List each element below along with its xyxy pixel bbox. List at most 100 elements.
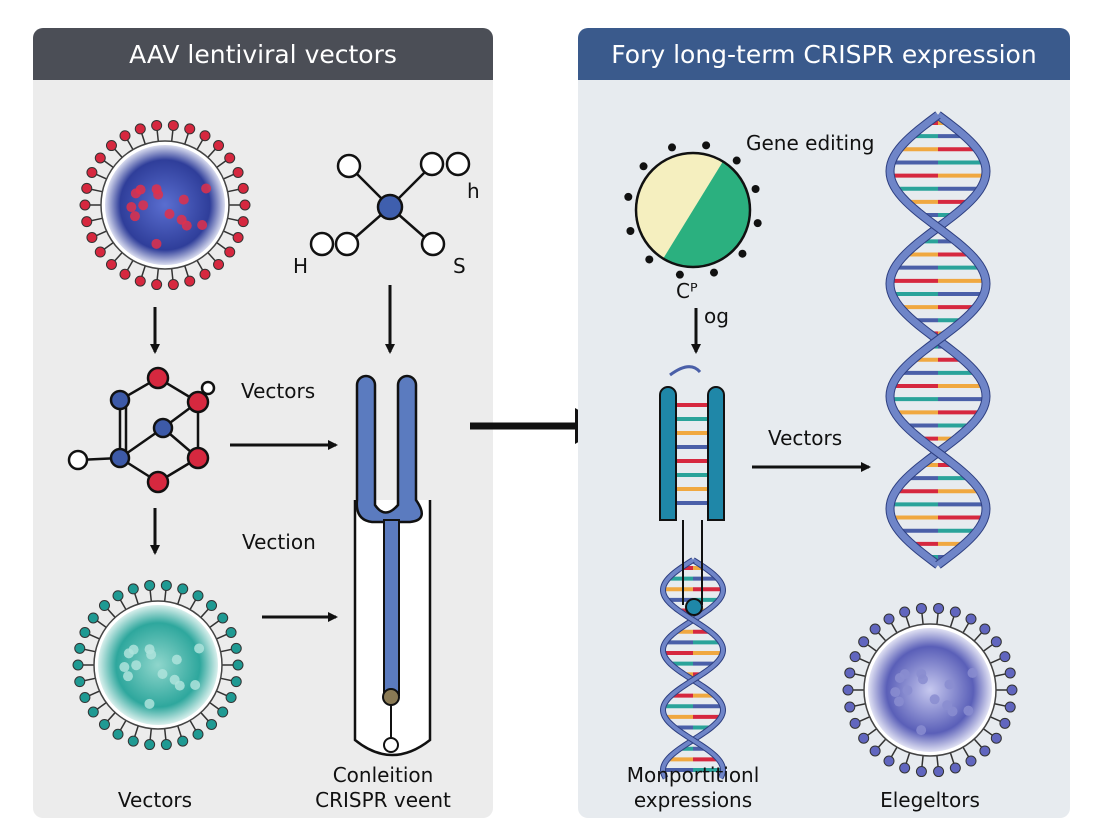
spike-tip (224, 152, 236, 164)
label-expressions: expressions (634, 788, 752, 812)
red-virus-icon (79, 119, 251, 291)
left-panel-header (33, 28, 493, 80)
spike-tip (79, 692, 91, 704)
spike-tip (844, 667, 856, 679)
spike-tip (74, 676, 86, 688)
spike-tip (98, 718, 110, 730)
particle (929, 694, 940, 705)
spike-tip (842, 684, 854, 696)
spike-tip (192, 590, 204, 602)
spike-tip (869, 745, 881, 757)
vector-tube-icon (353, 374, 432, 757)
capsid-dot (709, 268, 718, 277)
spike-tip (225, 692, 237, 704)
capsid-icon (624, 141, 762, 279)
particle (197, 219, 208, 230)
spike-tip (144, 579, 156, 591)
label-elegeltors: Elegeltors (880, 788, 980, 812)
capsid-dot (702, 141, 711, 150)
particle (131, 660, 142, 671)
spike-tip (915, 602, 927, 614)
spike-tip (858, 732, 870, 744)
particle (130, 188, 141, 199)
molecule-hexagon-icon (67, 366, 216, 494)
label-monportitionl: Monportitionl (627, 763, 760, 787)
spike-tip (105, 140, 117, 152)
spike-tip (224, 246, 236, 258)
right-panel: Fory long-term CRISPR expression Gene ed… (578, 28, 1070, 818)
spike-tip (206, 718, 218, 730)
spike-tip (232, 166, 244, 178)
teal-virus-icon (72, 579, 244, 751)
particle (174, 680, 185, 691)
capsid-dot (645, 255, 654, 264)
spike-tip (134, 123, 146, 135)
particle (178, 194, 189, 205)
core (868, 628, 992, 752)
spike-tip (869, 623, 881, 635)
spike-tip (230, 676, 242, 688)
backbone (886, 112, 990, 568)
spike-tip (134, 275, 146, 287)
particle (151, 238, 162, 249)
spike-tip (192, 728, 204, 740)
capsid-dot (668, 143, 677, 152)
spike-tip (232, 232, 244, 244)
spike-tip (79, 199, 91, 211)
tube-arm (659, 386, 677, 521)
spike-tip (144, 739, 156, 751)
particle (967, 667, 978, 678)
small-dna-vector-icon (659, 365, 726, 780)
particle (916, 668, 927, 679)
label-conleition: Conleition (333, 763, 434, 787)
particle (916, 725, 927, 736)
spike-tip (184, 275, 196, 287)
strand (669, 365, 702, 377)
particle (123, 648, 134, 659)
label-h-big: H (293, 254, 308, 278)
spike-tip (217, 706, 229, 718)
spike-tip (86, 166, 98, 178)
spike-tip (167, 119, 179, 131)
spike-tip (160, 579, 172, 591)
capsid-dot (753, 219, 762, 228)
particle (963, 705, 974, 716)
spike-tip (979, 623, 991, 635)
spike-tip (1004, 701, 1016, 713)
particle (144, 644, 155, 655)
particle (144, 698, 155, 709)
spike-tip (933, 766, 945, 778)
label-vectors-right: Vectors (768, 426, 842, 450)
capsid-dot (751, 185, 760, 194)
particle (129, 211, 140, 222)
particle (171, 654, 182, 665)
spike-tip (74, 642, 86, 654)
spike-tip (915, 766, 927, 778)
dna-helix-icon (885, 111, 991, 569)
spike-tip (81, 216, 93, 228)
right-panel-title: Fory long-term CRISPR expression (611, 40, 1036, 69)
particle (944, 679, 955, 690)
spike-tip (237, 182, 249, 194)
backbone (661, 558, 725, 779)
particle (122, 671, 133, 682)
label-og: og (704, 304, 729, 328)
spike-tip (1006, 684, 1018, 696)
spike-tip (213, 140, 225, 152)
spike-tip (979, 745, 991, 757)
spike-tip (237, 216, 249, 228)
label-h-small: h (467, 179, 480, 203)
spike-tip (72, 659, 84, 671)
capsid-dot (624, 192, 633, 201)
particle (119, 662, 130, 673)
spike-tip (217, 612, 229, 624)
spike-tip (965, 613, 977, 625)
spike-tip (199, 268, 211, 280)
spike-tip (112, 728, 124, 740)
spike-tip (225, 626, 237, 638)
spike-tip (105, 258, 117, 270)
spike-tip (849, 717, 861, 729)
spike-tip (213, 258, 225, 270)
spike-tip (999, 651, 1011, 663)
